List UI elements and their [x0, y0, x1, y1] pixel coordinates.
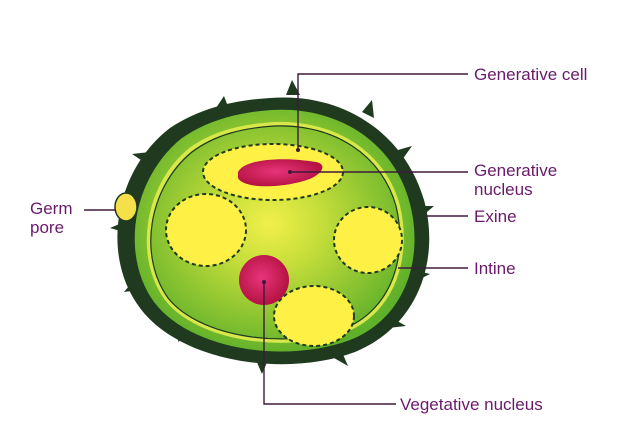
intine-line: [150, 125, 401, 340]
label-germ-pore-line2: pore: [30, 218, 64, 237]
label-generative-cell: Generative cell: [474, 65, 587, 84]
label-generative-nucleus-line1: Generative: [474, 161, 557, 180]
label-vegetative-nucleus: Vegetative nucleus: [400, 395, 543, 414]
leader-lines: [84, 73, 468, 405]
label-intine: Intine: [474, 259, 516, 278]
vacuole-right: [333, 206, 403, 274]
intine: [146, 121, 404, 343]
germ-pore: [114, 192, 138, 222]
vacuoles: [165, 193, 403, 347]
vacuole-bottom: [273, 285, 355, 347]
label-generative-nucleus-line2: nucleus: [474, 180, 533, 199]
label-exine: Exine: [474, 207, 517, 226]
generative-nucleus: [238, 159, 323, 187]
vacuole-left: [165, 193, 247, 267]
label-germ-pore-line1: Germ: [30, 199, 73, 218]
